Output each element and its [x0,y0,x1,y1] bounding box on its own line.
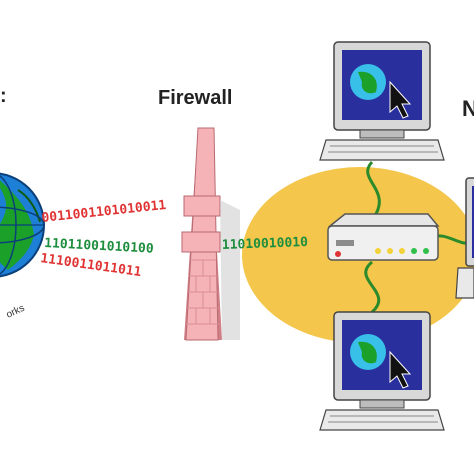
bitstream-bottom-red: 1110011011011 [39,251,142,280]
globe-caption: orks [5,303,27,321]
bitstream-middle-green: 11011001010100 [44,236,154,257]
globe-icon [0,172,45,278]
firewall-icon [181,127,240,341]
firewall-label: Firewall [158,87,232,109]
computer-bottom [319,311,445,431]
keyboard-icon [319,409,445,431]
router-icon [327,213,440,261]
computer-top [319,41,445,161]
bitstream-top-red: 0011001101010011 [41,198,167,226]
computer-right-partial [455,177,474,299]
keyboard-icon [319,139,445,161]
mouse-pointer-icon [389,80,412,119]
network-label-partial: N [462,96,474,121]
internet-label-partial: : [0,85,7,107]
mouse-pointer-icon [389,350,412,389]
bitstream-to-router-green: 11010010010 [222,235,309,253]
